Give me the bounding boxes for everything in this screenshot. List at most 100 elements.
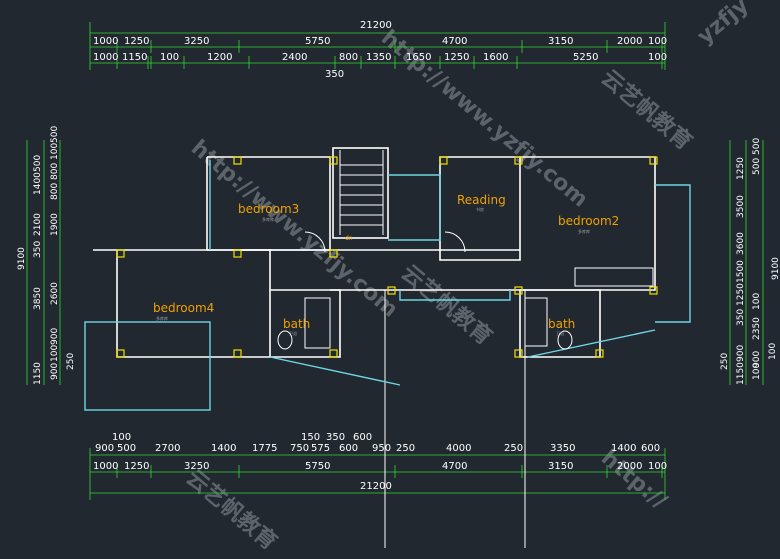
dim-label: 750 [290, 443, 309, 454]
glass-outlines [84, 160, 691, 411]
left-dimensions: 9100 1400 2100 350 3850 1150 500 100 800… [17, 126, 76, 385]
room-sublabel: 卫浴 [556, 330, 564, 336]
overall-height-left: 9100 [17, 247, 27, 270]
dim-label: 900 [95, 443, 114, 454]
dim-label: 900 [50, 328, 60, 345]
room-sublabel: 书房 [476, 206, 484, 212]
fixtures [277, 231, 654, 350]
dim-label: 1150 [33, 362, 43, 385]
dim-label: 1000 [93, 52, 118, 63]
columns [116, 156, 658, 358]
tick-marks [89, 22, 666, 70]
dim-label: 1150 [122, 52, 147, 63]
dim-label: 250 [720, 353, 730, 370]
dim-label: 600 [641, 443, 660, 454]
dim-label: 1400 [33, 172, 43, 195]
overall-width-top: 21200 [360, 20, 392, 31]
dim-label: 3250 [184, 461, 209, 472]
dim-label: 1150 [736, 362, 746, 385]
dim-label: 1400 [211, 443, 236, 454]
dim-label: 1250 [736, 157, 746, 180]
dim-label: 500 [33, 155, 43, 172]
dim-label: 5750 [305, 36, 330, 47]
dim-label: 100 [160, 52, 179, 63]
dim-label: 150 [301, 432, 320, 443]
watermark-text: yzfjy [693, 0, 754, 50]
dim-label: 600 [353, 432, 372, 443]
dim-label: 1350 [366, 52, 391, 63]
stair-direction-label: dn [345, 235, 353, 242]
room-label-bedroom2: bedroom2 [558, 214, 619, 228]
dim-label: 900 [752, 351, 762, 368]
dim-label: 100 [648, 36, 667, 47]
dim-label: 800 [50, 183, 60, 200]
overall-width-bottom: 21200 [360, 481, 392, 492]
bottom-dimensions: 100 900 500 2700 1400 1775 150 350 600 7… [89, 432, 667, 500]
room-label-reading: Reading [457, 193, 506, 207]
dim-label: 350 [326, 432, 345, 443]
dim-label: 3500 [736, 195, 746, 218]
room-label-bath-right: bath [548, 317, 575, 331]
dim-label: 500 [752, 138, 762, 155]
dim-label: 250 [396, 443, 415, 454]
dim-label: 100 [752, 293, 762, 310]
dim-label: 350 [736, 309, 746, 326]
dim-label: 2000 [617, 461, 642, 472]
dim-label: 100 [50, 143, 60, 160]
dim-label: 4700 [442, 461, 467, 472]
dim-label: 3150 [548, 461, 573, 472]
watermark-text: 云艺帆教育 [181, 465, 282, 556]
room-label-bedroom4: bedroom4 [153, 301, 214, 315]
dim-label: 100 [752, 363, 762, 380]
dim-label: 100 [50, 345, 60, 362]
watermark-text: http://www.yzfjy.com [186, 135, 402, 322]
room-label-bath-left: bath [283, 317, 310, 331]
dim-label: 1250 [444, 52, 469, 63]
dim-label: 250 [504, 443, 523, 454]
dim-label: 900 [736, 345, 746, 362]
dim-label: 500 [50, 126, 60, 143]
dim-label: 100 [112, 432, 131, 443]
watermark-text: 云艺帆教育 [396, 260, 497, 351]
dim-label: 4700 [442, 36, 467, 47]
room-sublabel: 多库库 [578, 228, 590, 234]
dim-label: 2100 [33, 213, 43, 236]
room-label-bedroom3: bedroom3 [238, 202, 299, 216]
dim-label: 2000 [617, 36, 642, 47]
dim-label: 1500 [736, 260, 746, 283]
dim-label: 2600 [50, 282, 60, 305]
dim-label: 2350 [752, 317, 762, 340]
room-sublabel: 多库库 [262, 216, 274, 222]
dim-label: 5750 [305, 461, 330, 472]
dim-label: 1400 [611, 443, 636, 454]
dim-label: 100 [648, 461, 667, 472]
dim-label: 2400 [282, 52, 307, 63]
dim-label: 1775 [252, 443, 277, 454]
overall-height-right: 9100 [771, 257, 780, 280]
dim-label: 900 [50, 363, 60, 380]
dim-label: 800 [339, 52, 358, 63]
dim-label: 100 [768, 343, 778, 360]
dim-label: 3250 [184, 36, 209, 47]
dim-label: 1250 [124, 461, 149, 472]
dim-label: 250 [66, 353, 76, 370]
dim-label: 1200 [207, 52, 232, 63]
top-dimensions: 21200 1000 1250 3250 5750 4700 3150 2000… [89, 20, 667, 80]
right-dimensions: 9100 1250 3500 3600 1500 1250 350 2350 2… [720, 138, 780, 385]
watermark-text: http:// [596, 445, 672, 514]
dim-label: 800 [50, 163, 60, 180]
dim-label: 1000 [93, 36, 118, 47]
dim-label: 1900 [50, 213, 60, 236]
room-sublabel: 卫浴 [289, 330, 297, 336]
dim-label: 500 [752, 158, 762, 175]
dim-label: 4000 [446, 443, 471, 454]
room-labels: bedroom3 多库库 bedroom4 多库库 Reading 书房 bed… [153, 193, 619, 336]
watermark-text: 云艺帆教育 [596, 65, 697, 156]
dim-label: 3350 [550, 443, 575, 454]
dim-label: 500 [117, 443, 136, 454]
dim-label: 350 [33, 241, 43, 258]
dim-label: 3850 [33, 287, 43, 310]
room-sublabel: 多库库 [156, 315, 168, 321]
dim-label: 3150 [548, 36, 573, 47]
